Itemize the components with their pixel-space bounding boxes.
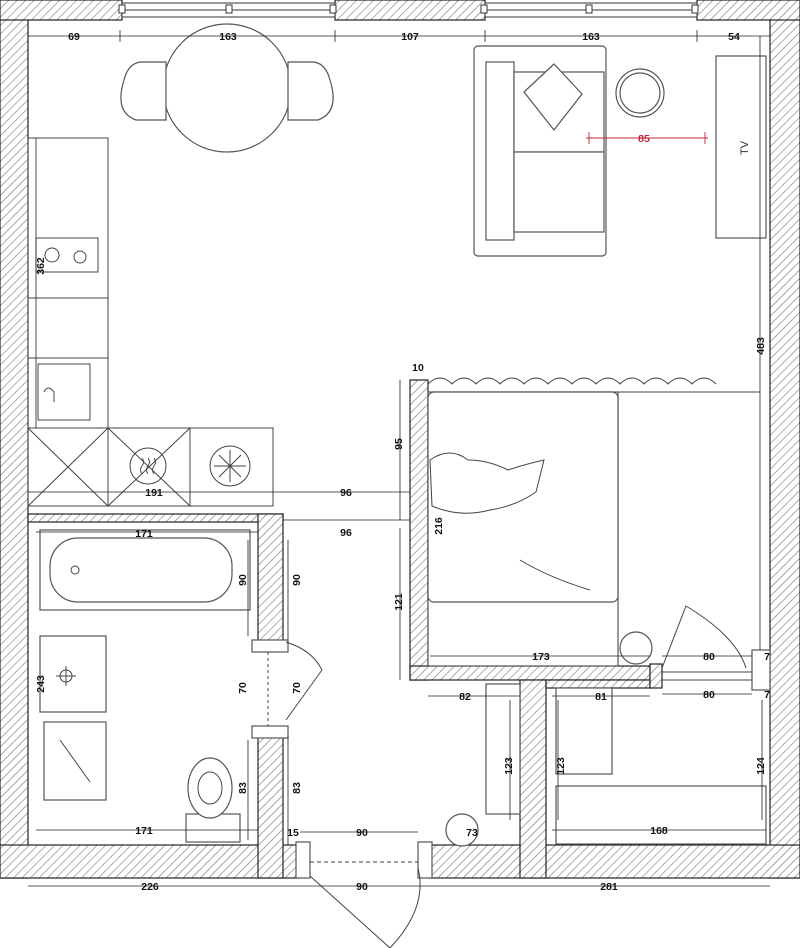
sink-icon [37, 363, 91, 421]
dim-hall-83: 83 [291, 782, 303, 794]
cushion [523, 63, 583, 131]
window-left [118, 2, 337, 18]
dim-top-3: 107 [401, 31, 419, 43]
heat-waves-icon [129, 447, 167, 485]
dim-bath-door-70: 70 [237, 682, 249, 694]
dim-passage-1: 96 [340, 487, 352, 499]
dim-closet-7a: 7 [764, 651, 770, 663]
bedside-table [619, 631, 653, 665]
bath-wall-lower [257, 735, 284, 879]
dim-hall-82: 82 [459, 691, 471, 703]
chair-right [287, 61, 334, 121]
top-wall-left [0, 0, 123, 21]
washbasin [39, 635, 107, 713]
dim-bedroom-side: 95 [393, 438, 405, 450]
dim-corridor-121: 121 [393, 593, 405, 611]
curtain [427, 377, 717, 385]
top-wall-right [696, 0, 800, 21]
bedroom-left-wall [409, 379, 429, 681]
closet-door-swing [661, 605, 747, 669]
dim-bottom-281: 281 [600, 881, 618, 893]
dim-closet-7b: 7 [764, 689, 770, 701]
dimension-lines [28, 30, 770, 887]
tv-unit [715, 55, 767, 239]
kitchen-bath-wall [27, 513, 284, 523]
right-wall [769, 0, 800, 879]
bed-sleeper [429, 452, 545, 514]
bottom-wall-right [427, 844, 800, 879]
outer-walls [0, 0, 800, 879]
dim-bed-length: 216 [433, 517, 445, 535]
dim-top-1: 69 [68, 31, 80, 43]
snowflake-icon [209, 445, 251, 487]
dim-kitchen-bottom: 191 [145, 487, 163, 499]
dim-hall-70: 70 [291, 682, 303, 694]
dim-right-height: 483 [755, 337, 767, 355]
dim-hall-90: 90 [291, 574, 303, 586]
dim-bath-left: 243 [35, 675, 47, 693]
dim-bath-top: 171 [135, 528, 153, 540]
dim-bath-90: 90 [237, 574, 249, 586]
entrance-door [295, 841, 433, 948]
dim-closet-124: 124 [755, 757, 767, 775]
dim-top-2: 163 [219, 31, 237, 43]
left-wall [0, 0, 29, 879]
closet-shelf [555, 687, 613, 775]
bathtub [39, 529, 251, 611]
dim-partition: 10 [412, 362, 424, 374]
dim-sofa-gap: 85 [638, 133, 650, 145]
top-wall-middle [334, 0, 486, 21]
dim-bedroom-bottom: 173 [532, 651, 550, 663]
dining-set [120, 23, 334, 153]
bottom-wall-left [0, 844, 301, 879]
bedroom-bottom-wall [409, 665, 651, 681]
dim-closet-123: 123 [555, 757, 567, 775]
dim-hall-123: 123 [503, 757, 515, 775]
dining-table [162, 23, 292, 153]
window-right [480, 2, 699, 18]
dim-entry-90b: 90 [356, 881, 368, 893]
dim-closet-168: 168 [650, 825, 668, 837]
dim-entry-90: 90 [356, 827, 368, 839]
dim-passage-2: 96 [340, 527, 352, 539]
dimension-labels: 69 163 107 163 54 362 191 96 96 483 10 9… [35, 31, 770, 893]
dim-top-5: 54 [728, 31, 740, 43]
dim-closet-door-1: 80 [703, 651, 715, 663]
bath-wall-upper [257, 513, 284, 643]
dim-kitchen-left: 362 [35, 257, 47, 275]
bed [427, 391, 760, 667]
closet-door-jamb [649, 663, 663, 689]
chair-left [120, 61, 167, 121]
wardrobe [555, 785, 767, 845]
ottoman [445, 813, 479, 847]
toilet [185, 757, 241, 843]
sofa [473, 45, 607, 257]
dim-top-4: 163 [582, 31, 600, 43]
dim-hall-15: 15 [287, 827, 299, 839]
bathroom-door [251, 639, 323, 739]
tv-label: TV [739, 140, 751, 155]
dim-closet-81: 81 [595, 691, 607, 703]
dim-closet-door-2: 80 [703, 689, 715, 701]
dim-bath-83: 83 [237, 782, 249, 794]
dim-hall-73: 73 [466, 827, 478, 839]
dim-bath-bottom: 171 [135, 825, 153, 837]
hall-cabinet [485, 683, 521, 815]
closet-top-wall [545, 679, 651, 689]
internal-walls [27, 379, 663, 879]
kitchen-counter [27, 137, 274, 507]
dim-bottom-226: 226 [141, 881, 159, 893]
hall-right-wall [519, 679, 547, 879]
